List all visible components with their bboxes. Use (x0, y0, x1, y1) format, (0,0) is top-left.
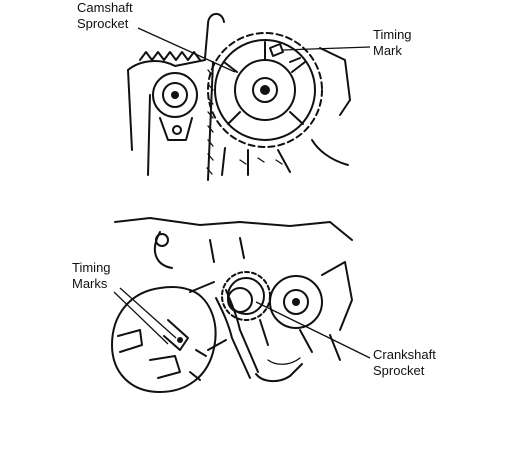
svg-text:Timing: Timing (373, 27, 412, 42)
timing-mark-leader (282, 46, 371, 51)
crankshaft-sprocket-leader (255, 301, 371, 359)
timing-mark-label: Timing Mark (373, 27, 412, 58)
svg-text:Crankshaft: Crankshaft (373, 347, 436, 362)
camshaft-illustration (127, 13, 351, 181)
timing-marks-leader-1 (119, 287, 177, 339)
svg-text:Camshaft: Camshaft (77, 0, 133, 15)
timing-marks-label: Timing Marks (72, 260, 111, 291)
timing-marks-leader-2 (113, 291, 169, 345)
svg-text:Mark: Mark (373, 43, 402, 58)
crankshaft-illustration (111, 217, 353, 393)
camshaft-sprocket-label: Camshaft Sprocket (77, 0, 133, 31)
camshaft-sprocket-leader (137, 27, 236, 73)
svg-text:Marks: Marks (72, 276, 108, 291)
svg-text:Timing: Timing (72, 260, 111, 275)
svg-text:Sprocket: Sprocket (373, 363, 425, 378)
svg-text:Sprocket: Sprocket (77, 16, 129, 31)
crankshaft-sprocket-label: Crankshaft Sprocket (373, 347, 436, 378)
